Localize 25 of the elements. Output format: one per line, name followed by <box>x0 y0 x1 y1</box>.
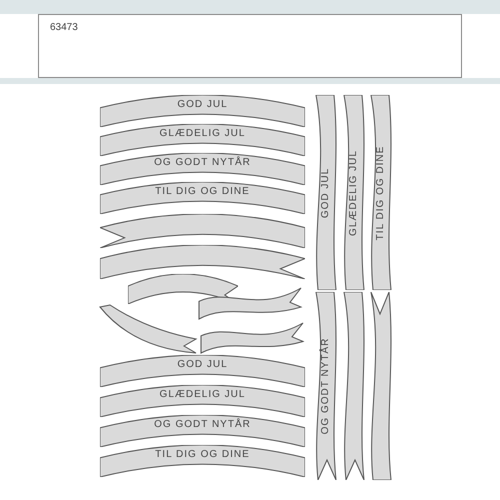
banner-die <box>100 182 305 214</box>
banner-die <box>100 445 305 477</box>
banner-text: TIL DIG OG DINE <box>375 145 387 240</box>
banner-text: TIL DIG OG DINE <box>155 186 250 198</box>
product-number: 63473 <box>50 22 78 33</box>
banner-die <box>100 214 305 248</box>
banner-die <box>128 274 238 304</box>
banner-text: GLÆDELIG JUL <box>160 128 246 140</box>
banner-text: GOD JUL <box>177 99 228 111</box>
banner-text: GOD JUL <box>320 167 332 218</box>
banner-text: GLÆDELIG JUL <box>160 389 246 401</box>
banner-die <box>100 153 305 185</box>
banner-die <box>100 124 305 156</box>
banner-text: GLÆDELIG JUL <box>348 150 360 236</box>
banner-die <box>100 95 305 127</box>
banner-text: OG GODT NYTÅR <box>154 157 251 169</box>
banner-die <box>200 321 305 354</box>
banner-die <box>100 415 305 447</box>
banner-text: OG GODT NYTÅR <box>320 338 332 434</box>
banner-die <box>100 385 305 417</box>
banner-text: OG GODT NYTÅR <box>154 419 251 431</box>
banner-text: GOD JUL <box>177 359 228 371</box>
banner-text: TIL DIG OG DINE <box>155 449 250 461</box>
banner-die <box>98 304 198 354</box>
banner-die <box>198 286 303 320</box>
